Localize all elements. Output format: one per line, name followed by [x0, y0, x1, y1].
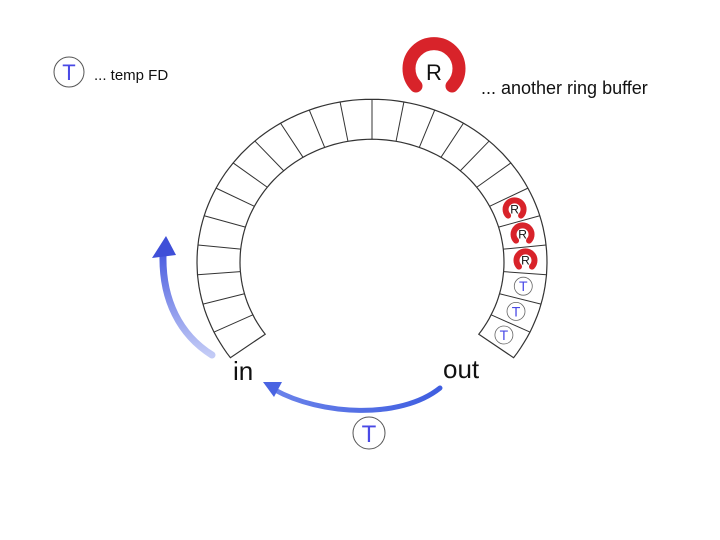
t-glyph: T — [512, 303, 521, 319]
ring-divider — [280, 122, 304, 158]
ring-divider — [489, 187, 529, 207]
ring-divider — [418, 109, 436, 148]
out-to-in-arrow-head — [263, 382, 282, 397]
ring-divider — [204, 215, 246, 228]
r-glyph: R — [518, 228, 527, 242]
ring-divider — [213, 314, 254, 333]
moving-temp-fd: T — [352, 416, 386, 450]
legend-ring-buffer: R ... another ring buffer — [402, 37, 648, 98]
ring-divider — [197, 271, 241, 276]
ring-divider — [395, 101, 405, 142]
legend-temp-fd-label: ... temp FD — [94, 67, 168, 84]
out-label: out — [443, 354, 480, 384]
r-ring-icon: R — [402, 37, 466, 93]
ring-divider — [202, 293, 245, 305]
slot-ring-buffer: R — [502, 197, 527, 219]
ring-divider — [308, 109, 326, 148]
ring-divider — [440, 122, 464, 158]
ring-divider — [476, 162, 512, 188]
ring-divider — [197, 244, 241, 250]
ring-divider — [339, 101, 349, 142]
slot-temp-fd: T — [506, 302, 526, 321]
t-glyph: T — [500, 327, 509, 343]
r-glyph: R — [521, 254, 530, 268]
slot-ring-buffer: R — [513, 248, 538, 270]
out-to-in-arrow — [263, 382, 443, 413]
t-circle-icon — [506, 302, 526, 321]
t-glyph: T — [519, 278, 528, 294]
slot-temp-fd: T — [494, 325, 514, 345]
ring-divider — [498, 215, 540, 228]
legend-ring-buffer-label: ... another ring buffer — [481, 78, 648, 98]
t-circle-icon — [494, 325, 514, 345]
ring-dividers — [197, 99, 547, 333]
ring-divider — [232, 162, 268, 188]
wrap-arrow-head — [152, 236, 176, 258]
t-glyph: T — [62, 60, 75, 85]
moving-t-glyph: T — [362, 421, 377, 448]
ring-divider — [503, 271, 547, 276]
ring-divider — [254, 140, 285, 172]
wrap-arrow — [152, 236, 216, 359]
slot-ring-buffer: R — [510, 222, 535, 244]
r-ring-icon — [513, 248, 538, 270]
r-ring-icon — [502, 197, 527, 219]
legend-temp-fd: T ... temp FD — [53, 56, 168, 88]
slot-temp-fd: T — [513, 276, 533, 296]
t-circle-icon: T — [53, 56, 85, 88]
t-circle-icon — [513, 276, 533, 296]
in-label: in — [233, 356, 253, 386]
r-ring-icon — [510, 222, 535, 244]
ring-divider — [503, 244, 547, 250]
ring-divider — [490, 314, 531, 333]
r-glyph: R — [426, 60, 442, 85]
ring-outline — [196, 98, 548, 359]
ring-divider — [215, 187, 255, 207]
r-glyph: R — [510, 203, 519, 217]
ring-divider — [499, 293, 542, 305]
ring-divider — [459, 140, 490, 172]
